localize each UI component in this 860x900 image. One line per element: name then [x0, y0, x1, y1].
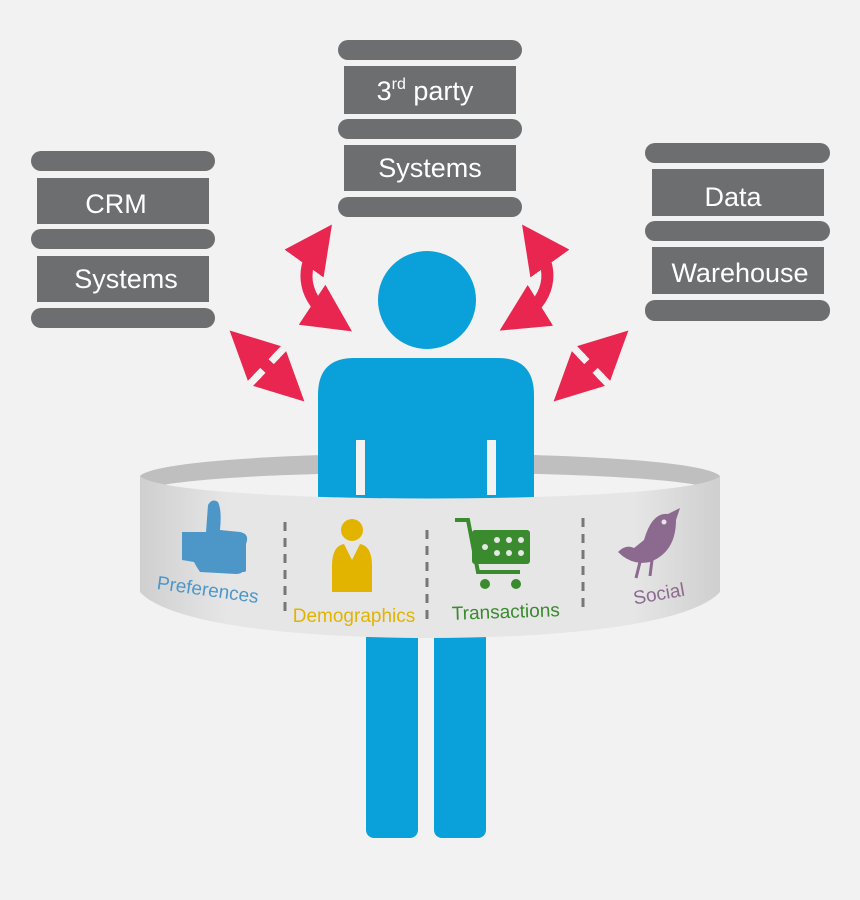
stack-disk [645, 221, 830, 241]
stack-slab [37, 256, 209, 302]
warehouse-label: Warehouse [671, 258, 808, 288]
transactions-label: Transactions [451, 600, 560, 625]
third-party-systems-label: Systems [378, 153, 482, 183]
stack-slab [652, 247, 824, 294]
stack-slab [37, 178, 209, 224]
arrow-crm [229, 330, 305, 402]
person-torso [318, 358, 534, 500]
stack-disk [338, 40, 522, 60]
attribute-band [140, 476, 720, 638]
arrow-third-party-left [284, 224, 352, 332]
thumbs-up-icon [182, 500, 248, 574]
data-label: Data [704, 182, 762, 212]
stack-disk [338, 119, 522, 139]
stack-slab [652, 169, 824, 216]
shopping-cart-icon [455, 518, 530, 589]
data-flow-arrows [229, 224, 629, 402]
person-left-leg [366, 600, 418, 838]
stack-disk [31, 308, 215, 328]
bird-icon [618, 508, 680, 579]
band-back-rim [140, 453, 720, 492]
stack-disk [338, 197, 522, 217]
customer-figure [318, 251, 534, 838]
stack-disk [31, 151, 215, 171]
segment-transactions: Transactions [451, 518, 560, 625]
arm-gap-left [356, 440, 365, 495]
stack-disk [645, 300, 830, 321]
person-head [378, 251, 476, 349]
third-party-label: 3rd party [377, 76, 474, 106]
stack-disk [31, 229, 215, 249]
segment-demographics: Demographics [293, 519, 416, 627]
person-right-leg [434, 600, 486, 838]
crm-systems-label: Systems [74, 264, 178, 294]
stack-slab [344, 145, 516, 191]
demographics-label: Demographics [293, 606, 416, 627]
stack-disk [645, 143, 830, 163]
crm-systems-stack: CRM Systems [31, 151, 215, 328]
third-party-systems-stack: 3rd party Systems [338, 40, 522, 217]
data-warehouse-stack: Data Warehouse [645, 143, 830, 321]
crm-label: CRM [85, 189, 147, 219]
arm-gap-right [487, 440, 496, 495]
person-bust-icon [332, 519, 372, 592]
arrow-data-warehouse [553, 330, 629, 402]
arrow-third-party-right [499, 224, 570, 331]
stack-slab [344, 66, 516, 114]
